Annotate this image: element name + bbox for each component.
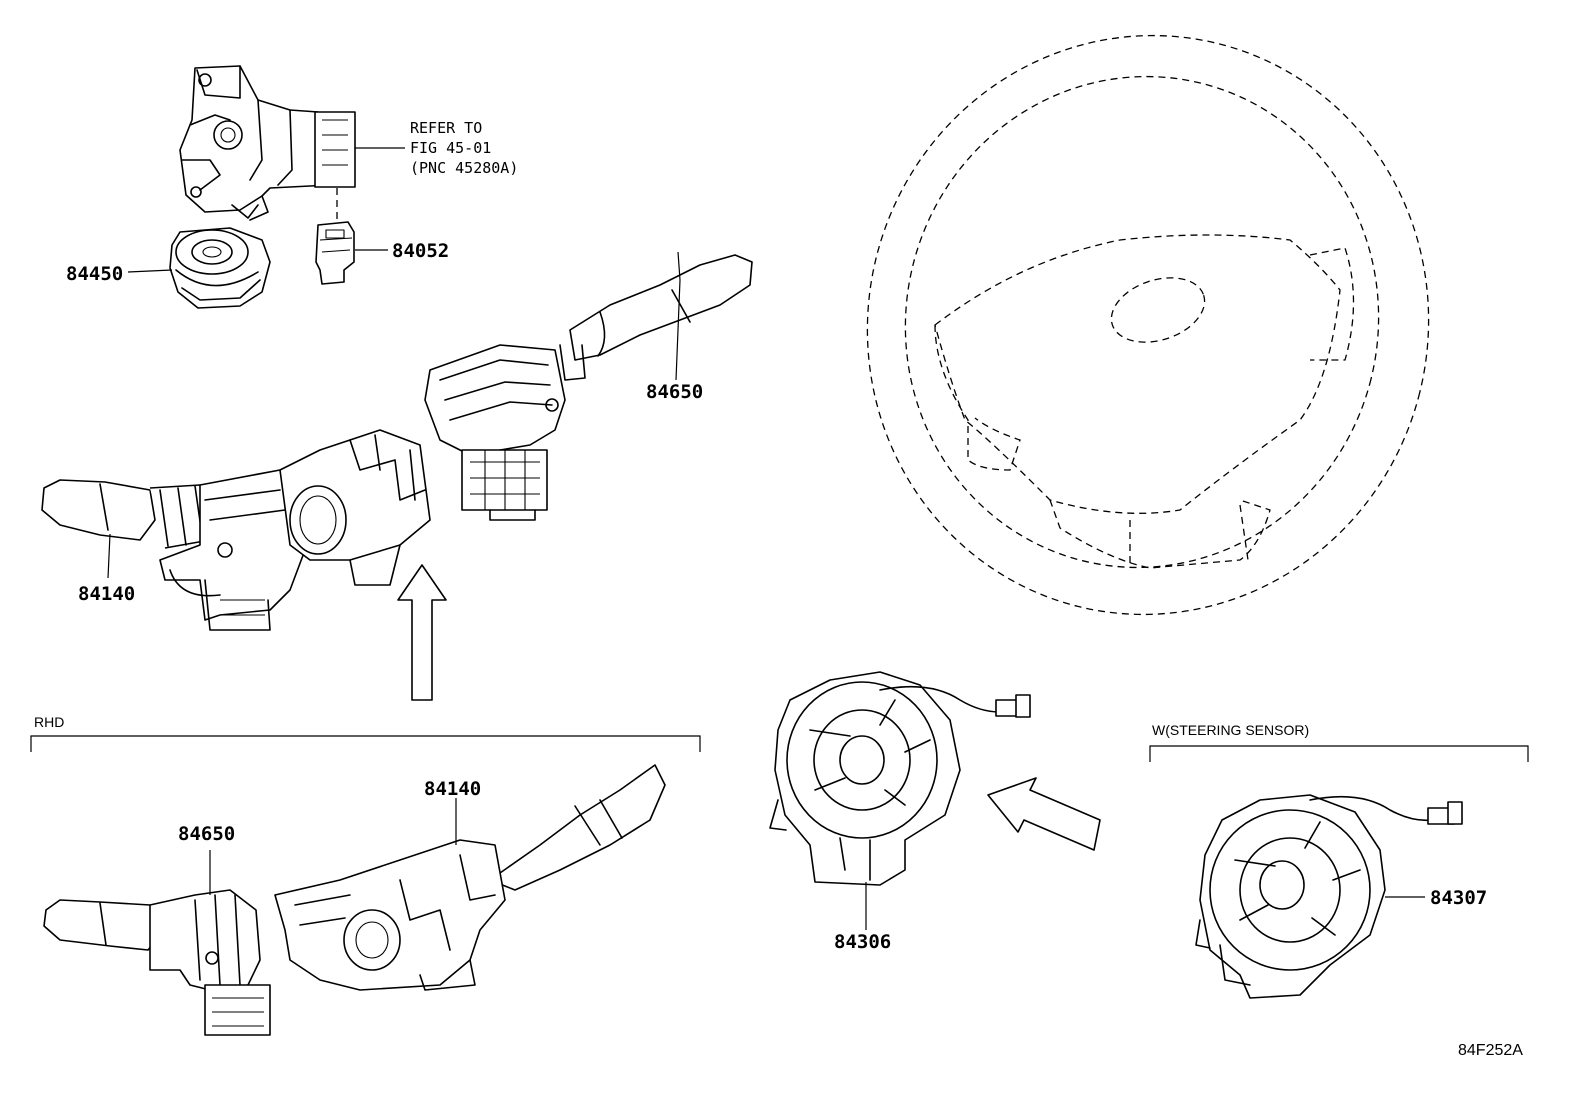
label-84450: 84450 [66, 263, 123, 285]
refer-note-line3: (PNC 45280A) [410, 159, 518, 177]
part-84306-spiral-cable [769, 671, 1031, 886]
part-84650-rhd [43, 889, 271, 1036]
label-84650-rhd: 84650 [178, 823, 235, 845]
label-84140-rhd: 84140 [424, 778, 481, 800]
left-arrow-icon [987, 777, 1101, 851]
refer-note-line2: FIG 45-01 [410, 139, 491, 157]
steering-sensor-group: W(STEERING SENSOR) [1149, 722, 1529, 762]
ignition-lock-housing [179, 65, 356, 221]
label-84307: 84307 [1430, 887, 1487, 909]
part-84140-rhd [274, 764, 666, 991]
label-84306: 84306 [834, 931, 891, 953]
steering-sensor-label: W(STEERING SENSOR) [1152, 722, 1309, 738]
rhd-label: RHD [34, 714, 64, 730]
label-84140-left: 84140 [78, 583, 135, 605]
part-84307-spiral-cable [1195, 794, 1463, 999]
steering-wheel [866, 34, 1430, 616]
up-arrow-icon [397, 564, 447, 701]
part-84450-ring [169, 227, 271, 309]
refer-note: REFER TO FIG 45-01 (PNC 45280A) [410, 119, 518, 177]
refer-note-line1: REFER TO [410, 119, 482, 137]
figure-id: 84F252A [1458, 1042, 1523, 1059]
part-84140-turn-switch [41, 429, 431, 631]
label-84052: 84052 [392, 240, 449, 262]
part-84650-wiper-switch [424, 254, 753, 521]
rhd-group: RHD [30, 714, 701, 752]
label-84650-top: 84650 [646, 381, 703, 403]
part-84052-switch [315, 221, 355, 285]
